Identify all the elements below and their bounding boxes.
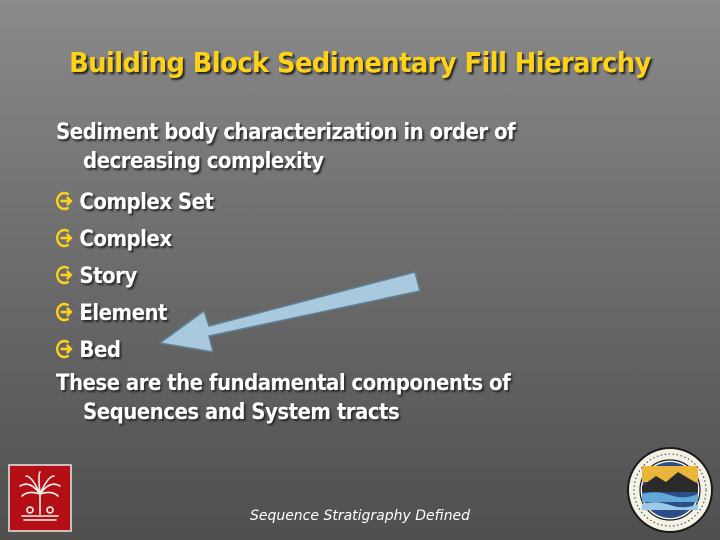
- slide-body: Sediment body characterization in order …: [56, 118, 676, 427]
- bullet-label: Story: [79, 264, 137, 289]
- closing-line-1: These are the fundamental components of: [56, 371, 511, 396]
- circled-right-arrow-icon: [56, 228, 73, 248]
- slide-title: Building Block Sedimentary Fill Hierarch…: [69, 46, 651, 79]
- closing-line-2: Sequences and System tracts: [83, 400, 400, 425]
- circled-right-arrow-icon: [56, 191, 73, 211]
- bullet-label: Element: [79, 301, 167, 326]
- bullet-item-story: Story: [56, 258, 614, 295]
- spacer: [56, 176, 676, 184]
- bullet-item-element: Element: [56, 295, 614, 332]
- bullet-label: Complex Set: [79, 190, 214, 215]
- circled-right-arrow-icon: [56, 339, 73, 359]
- bullet-label: Bed: [79, 338, 121, 363]
- geological-seal-icon: [627, 447, 713, 533]
- slide-footer: Sequence Stratigraphy Defined: [249, 508, 471, 524]
- bullet-item-complex: Complex: [56, 221, 614, 258]
- bullet-item-bed: Bed: [56, 332, 614, 369]
- intro-line-1: Sediment body characterization in order …: [56, 120, 516, 145]
- bullet-label: Complex: [79, 227, 172, 252]
- circled-right-arrow-icon: [56, 265, 73, 285]
- palmetto-tree-logo-icon: [8, 464, 72, 532]
- intro-line-2: decreasing complexity: [83, 149, 324, 174]
- circled-right-arrow-icon: [56, 302, 73, 322]
- bullet-item-complex-set: Complex Set: [56, 184, 614, 221]
